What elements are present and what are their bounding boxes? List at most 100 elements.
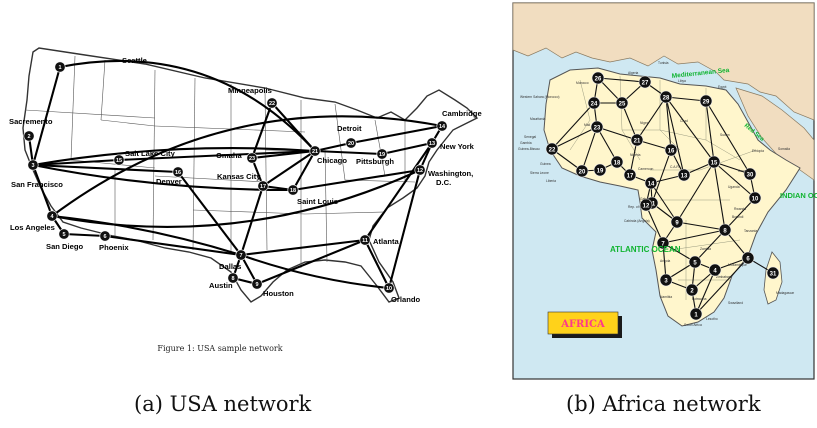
africa-country-label: South Africa [684, 323, 702, 327]
africa-node[interactable] [670, 215, 684, 229]
africa-node[interactable] [689, 307, 703, 321]
africa-edge [705, 100, 751, 175]
usa-node[interactable] [309, 145, 321, 157]
africa-node[interactable] [623, 168, 637, 182]
sea-label-indian: INDIAN OCEAN [780, 191, 817, 200]
usa-node[interactable] [23, 130, 35, 142]
africa-node[interactable] [593, 163, 607, 177]
africa-node[interactable] [656, 236, 670, 250]
africa-country-label: Angola [660, 259, 670, 263]
africa-node[interactable] [741, 251, 755, 265]
africa-node[interactable] [615, 96, 629, 110]
usa-edge [32, 147, 316, 167]
africa-edge [676, 161, 715, 223]
usa-edge [32, 163, 179, 174]
africa-node[interactable] [743, 167, 757, 181]
africa-edge [713, 161, 756, 199]
usa-node[interactable] [46, 210, 58, 222]
usa-node[interactable] [227, 272, 239, 284]
usa-city-label: Omaha [216, 151, 243, 160]
africa-node[interactable] [591, 71, 605, 85]
africa-node-id: 4 [713, 268, 717, 274]
africa-node[interactable] [685, 283, 699, 297]
africa-node[interactable] [748, 191, 762, 205]
africa-country-label: Zimbabwe [716, 275, 731, 279]
africa-node-id: 14 [648, 181, 655, 187]
africa-node[interactable] [630, 133, 644, 147]
africa-country-label: Mauritania [530, 117, 546, 121]
africa-node[interactable] [708, 263, 722, 277]
africa-network-svg: 1234567891011121314151617181920212223242… [510, 0, 817, 382]
africa-country-label: Western Sahara (Morocco) [520, 95, 560, 99]
africa-node[interactable] [587, 96, 601, 110]
usa-node-id: 11 [362, 238, 368, 244]
usa-node[interactable] [54, 61, 66, 73]
usa-node[interactable] [414, 164, 426, 176]
africa-country-label: Lesotho [706, 317, 718, 321]
usa-node[interactable] [235, 249, 247, 261]
africa-node[interactable] [610, 155, 624, 169]
africa-node[interactable] [688, 255, 702, 269]
africa-country-label: Cameroon [638, 167, 654, 171]
africa-node[interactable] [664, 143, 678, 157]
africa-country-label: Somalia [778, 147, 790, 151]
africa-node[interactable] [545, 142, 559, 156]
africa-country-label: Kenya [738, 169, 748, 173]
africa-node[interactable] [659, 90, 673, 104]
africa-node-id: 31 [770, 271, 777, 277]
africa-node-id: 17 [627, 173, 634, 179]
usa-node[interactable] [359, 234, 371, 246]
usa-node[interactable] [99, 230, 111, 242]
africa-node[interactable] [677, 168, 691, 182]
africa-node-id: 22 [549, 147, 556, 153]
africa-node[interactable] [590, 120, 604, 134]
africa-country-label: Niger [640, 121, 649, 125]
africa-node[interactable] [659, 273, 673, 287]
usa-node[interactable] [246, 152, 258, 164]
usa-node[interactable] [287, 184, 299, 196]
usa-node[interactable] [345, 137, 357, 149]
usa-city-label: Dallas [219, 262, 241, 271]
usa-node[interactable] [383, 282, 395, 294]
africa-node[interactable] [707, 155, 721, 169]
usa-node[interactable] [251, 278, 263, 290]
africa-edge [665, 96, 707, 102]
usa-node[interactable] [426, 137, 438, 149]
africa-country-label: Algeria [628, 71, 638, 75]
africa-country-label: Morocco [576, 81, 589, 85]
africa-node-id: 30 [747, 172, 754, 178]
africa-country-label: Guinea-Bissau [518, 147, 540, 151]
africa-country-label: Swaziland [728, 301, 743, 305]
usa-city-label-line2: D.C. [436, 178, 451, 187]
usa-edge [292, 168, 421, 192]
usa-node[interactable] [257, 180, 269, 192]
africa-node[interactable] [638, 75, 652, 89]
africa-node[interactable] [699, 94, 713, 108]
usa-node[interactable] [172, 166, 184, 178]
africa-node[interactable] [718, 223, 732, 237]
usa-city-label: Washington, [428, 169, 473, 178]
usa-node[interactable] [376, 148, 388, 160]
africa-node-id: 18 [614, 160, 621, 166]
usa-node[interactable] [436, 120, 448, 132]
africa-edge [596, 126, 638, 141]
africa-edge [651, 149, 672, 204]
usa-node-id: 2 [27, 134, 30, 140]
africa-node[interactable] [766, 266, 780, 280]
africa-country-label: Mozambique [728, 263, 747, 267]
africa-node[interactable] [575, 164, 589, 178]
africa-node[interactable] [644, 176, 658, 190]
usa-node[interactable] [266, 97, 278, 109]
africa-edge [694, 229, 726, 263]
usa-node[interactable] [113, 154, 125, 166]
africa-node-id: 24 [591, 101, 598, 107]
africa-node-id: 19 [597, 168, 604, 174]
caption-usa: (a) USA network [134, 392, 312, 416]
africa-node[interactable] [639, 198, 653, 212]
africa-edge [551, 126, 598, 150]
usa-node[interactable] [27, 159, 39, 171]
usa-node[interactable] [58, 228, 70, 240]
usa-edge [104, 234, 242, 257]
